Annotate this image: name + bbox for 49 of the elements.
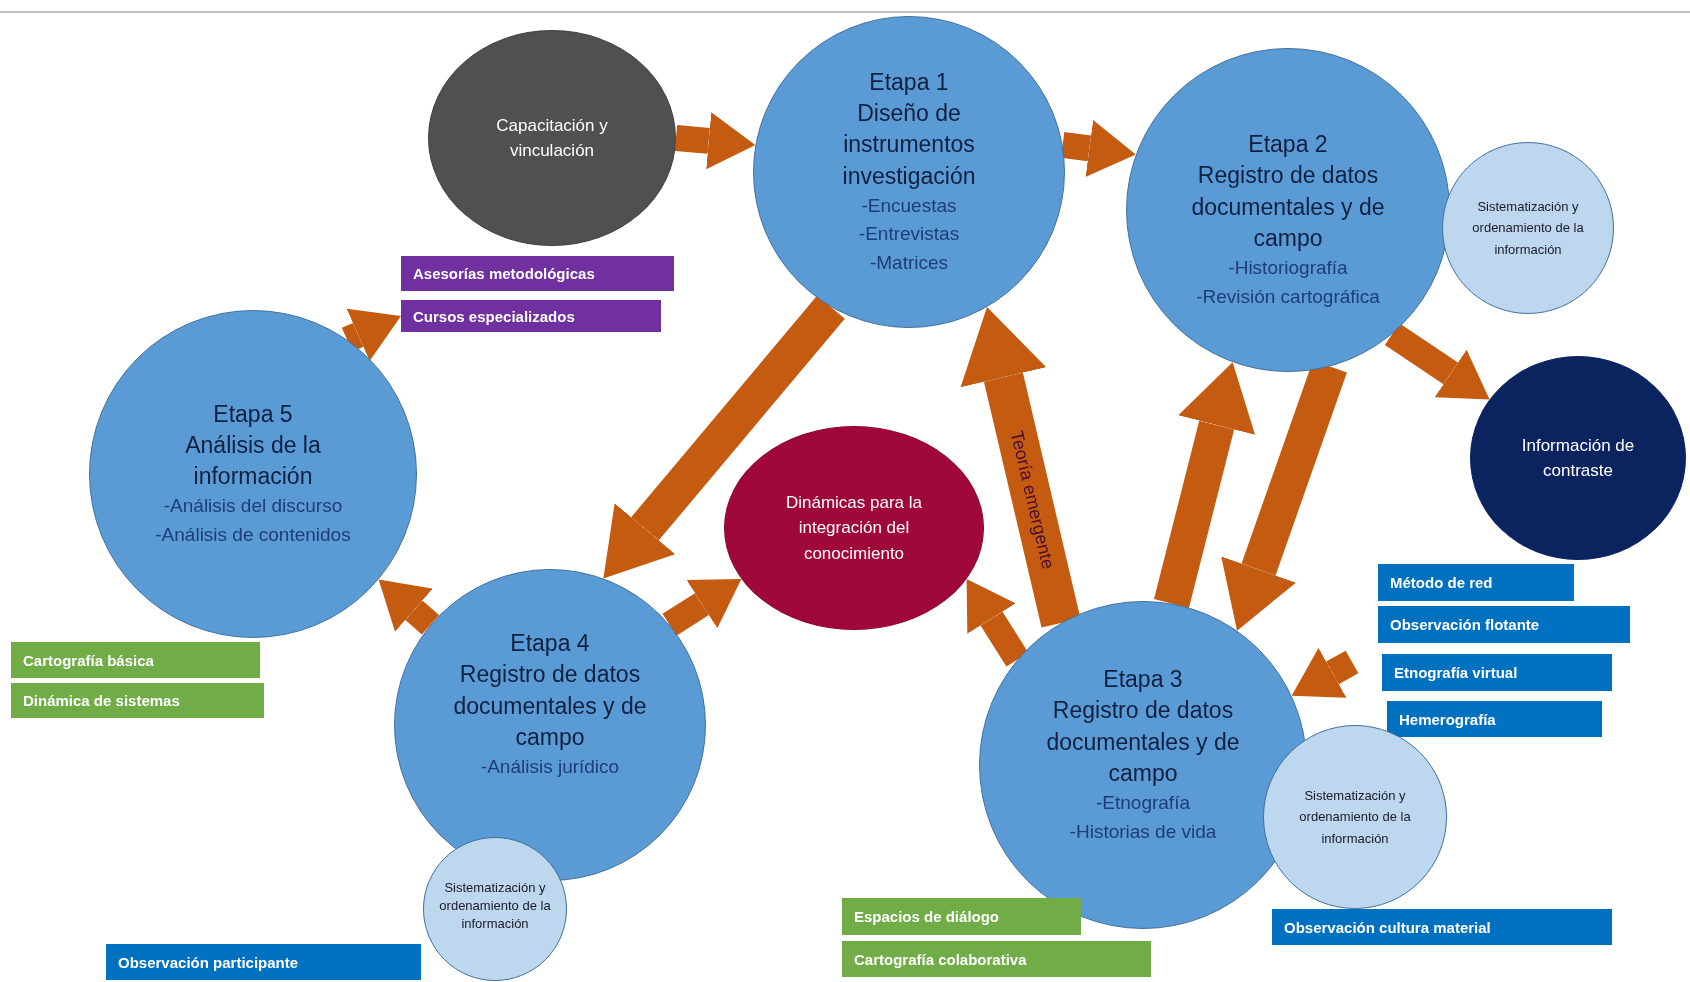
circle-text: Información de contraste (1520, 434, 1636, 482)
stage-item: -Análisis del discurso (163, 494, 343, 519)
stage-item: -Análisis jurídico (480, 755, 620, 780)
stage-title: Análisis de la información (184, 430, 322, 492)
block-arrow (1384, 323, 1490, 400)
stage-title: Etapa 2 (1248, 129, 1328, 159)
block-arrow (1154, 362, 1256, 608)
block-arrow (603, 295, 845, 579)
stage-item: -Historias de vida (1069, 819, 1217, 844)
block-arrow (1060, 120, 1136, 177)
circle-text: Sistematización y ordenamiento de la información (1298, 786, 1412, 848)
block-arrow (674, 112, 756, 170)
block-arrow (1291, 647, 1359, 698)
stage-title: Registro de datos documentales y de campo (452, 660, 648, 752)
stage-item: -Análisis de contenidos (155, 522, 351, 547)
stage-item: -Entrevistas (858, 222, 960, 247)
circle-text: Sistematización y ordenamiento de la información (1471, 197, 1585, 259)
method-tag: Cursos especializados (401, 300, 661, 332)
block-arrow (662, 579, 742, 636)
method-tag: Observación participante (106, 944, 421, 980)
method-tag: Hemerografía (1387, 701, 1602, 737)
stage-item: -Revisión cartográfica (1196, 284, 1380, 309)
circle-text: Capacitación y vinculación (495, 114, 609, 162)
stage-item: -Etnografía (1096, 791, 1190, 816)
block-arrow (341, 308, 401, 361)
stage-title: Etapa 1 (869, 67, 949, 97)
stage-title: Etapa 4 (510, 629, 590, 659)
stage-title: Registro de datos documentales y de campo (1190, 161, 1386, 253)
block-arrow (966, 579, 1029, 667)
method-tag: Método de red (1378, 564, 1574, 601)
method-tag: Espacios de diálogo (842, 898, 1081, 935)
stage-title: Diseño de instrumentos investigación (841, 99, 977, 191)
method-tag: Dinámica de sistemas (11, 683, 264, 718)
method-tag: Etnografía virtual (1382, 654, 1612, 691)
stage-title: Registro de datos documentales y de campo (1045, 696, 1241, 788)
stage-title: Etapa 5 (213, 399, 293, 429)
stage-item: -Encuestas (861, 193, 957, 218)
method-tag: Observación cultura material (1272, 909, 1612, 945)
stage-title: Etapa 3 (1103, 664, 1183, 694)
block-arrow (378, 579, 440, 635)
method-tag: Asesorías metodológicas (401, 256, 674, 291)
method-tag: Cartografía básica (11, 642, 260, 678)
method-tag: Observación flotante (1378, 606, 1630, 643)
block-arrow (960, 307, 1081, 628)
circle-text: Sistematización y ordenamiento de la información (438, 878, 552, 934)
stage-item: -Historiografía (1228, 256, 1348, 281)
circle-text: Dinámicas para la integración del conocimiento (784, 491, 924, 565)
method-tag: Cartografía colaborativa (842, 941, 1151, 977)
stage-item: -Matrices (869, 250, 949, 275)
